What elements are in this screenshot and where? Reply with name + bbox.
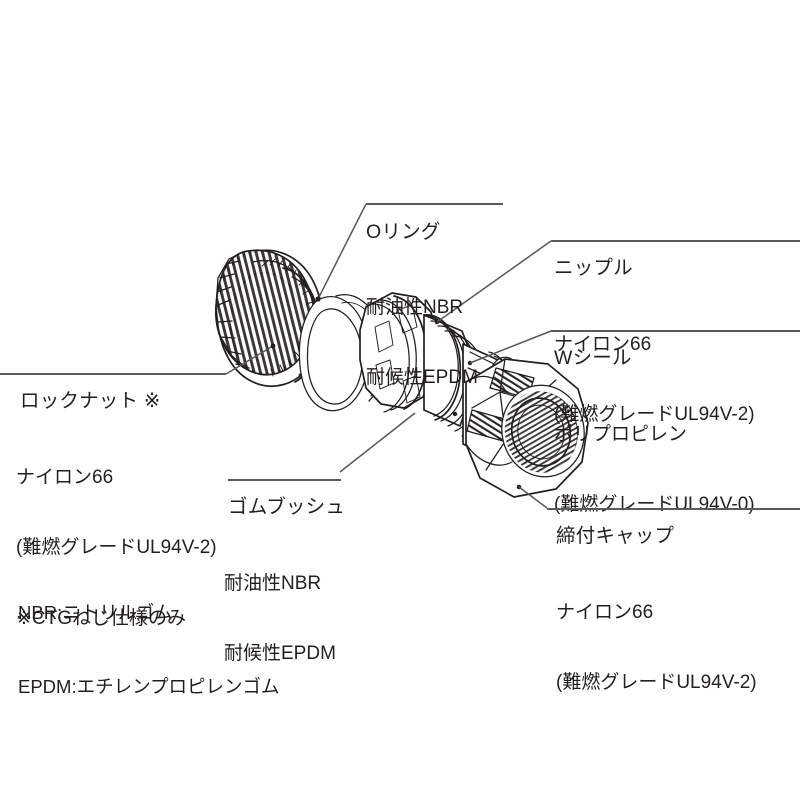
callout-rubber-bush-rule xyxy=(228,479,341,481)
callout-lock-nut-material-line-3: ※CTGねじ仕様のみ xyxy=(16,608,187,630)
callout-nipple-rule xyxy=(551,240,800,242)
leader-nipple xyxy=(436,240,552,323)
callout-rubber-bush-title: ゴムブッシュ xyxy=(228,495,346,518)
callout-w-seal: Wシール xyxy=(554,306,632,410)
callout-lock-nut-material: ナイロン66 (難燃グレードUL94V-2) ※CTGねじ仕様のみ xyxy=(16,379,217,717)
leader-clamp-cap xyxy=(518,486,548,509)
callout-lock-nut: ロックナット ※ xyxy=(20,349,160,453)
callout-lock-nut-title: ロックナット ※ xyxy=(20,389,161,412)
callout-clamp-cap-material-line-2: (難燃グレードUL94V-2) xyxy=(556,672,757,694)
leader-w-seal xyxy=(469,330,552,364)
callout-o-ring-rule xyxy=(366,203,503,205)
part-lock-nut xyxy=(215,249,324,387)
callout-nipple-title: ニップル xyxy=(554,256,633,279)
leader-lines xyxy=(225,203,552,509)
callout-nipple-material: ナイロン66 (難燃グレードUL94V-2) xyxy=(554,246,755,514)
leader-lock-nut xyxy=(225,345,274,375)
callout-lock-nut-rule xyxy=(0,373,226,375)
callout-clamp-cap-material: ナイロン66 (難燃グレードUL94V-2) xyxy=(556,514,757,782)
callout-rubber-bush: ゴムブッシュ xyxy=(228,455,345,559)
callout-clamp-cap: 締付キャップ xyxy=(556,484,674,588)
callout-rubber-bush-material-line-1: 耐油性NBR xyxy=(224,572,322,594)
callout-o-ring-title: Oリング xyxy=(366,220,441,243)
callout-w-seal-title: Wシール xyxy=(554,346,632,369)
callout-o-ring: Oリング xyxy=(366,180,440,284)
callout-o-ring-material-line-1: 耐油性NBR xyxy=(366,296,464,318)
leader-rubber-bush xyxy=(339,412,416,473)
legend-line-nbr: NBR:ニトリルゴム xyxy=(18,601,173,623)
callout-rubber-bush-material: 耐油性NBR 耐候性EPDM xyxy=(224,485,336,753)
callout-clamp-cap-material-line-1: ナイロン66 xyxy=(556,601,654,623)
legend-line-epdm: EPDM:エチレンプロピレンゴム xyxy=(18,675,280,697)
callout-rubber-bush-material-line-2: 耐候性EPDM xyxy=(224,643,336,665)
callout-nipple: ニップル xyxy=(554,216,633,320)
leader-o-ring xyxy=(317,203,367,300)
callout-nipple-material-line-2: (難燃グレードUL94V-2) xyxy=(554,404,755,426)
callout-w-seal-material-line-2: (難燃グレードUL94V-0) xyxy=(554,494,755,516)
callout-o-ring-material: 耐油性NBR 耐候性EPDM xyxy=(366,209,478,477)
abbreviation-legend: NBR:ニトリルゴム EPDM:エチレンプロピレンゴム xyxy=(18,551,280,749)
callout-lock-nut-material-line-1: ナイロン66 xyxy=(16,466,114,488)
callout-w-seal-rule xyxy=(551,330,800,332)
part-clamp-cap xyxy=(465,358,589,498)
callout-clamp-cap-title: 締付キャップ xyxy=(556,524,675,547)
callout-lock-nut-material-line-2: (難燃グレードUL94V-2) xyxy=(16,537,217,559)
callout-w-seal-material-line-1: ポリプロピレン xyxy=(554,423,688,445)
callout-w-seal-material: ポリプロピレン (難燃グレードUL94V-0) xyxy=(554,336,755,604)
callout-clamp-cap-rule xyxy=(547,508,800,510)
callout-nipple-material-line-1: ナイロン66 xyxy=(554,333,652,355)
callout-o-ring-material-line-2: 耐候性EPDM xyxy=(366,367,478,389)
